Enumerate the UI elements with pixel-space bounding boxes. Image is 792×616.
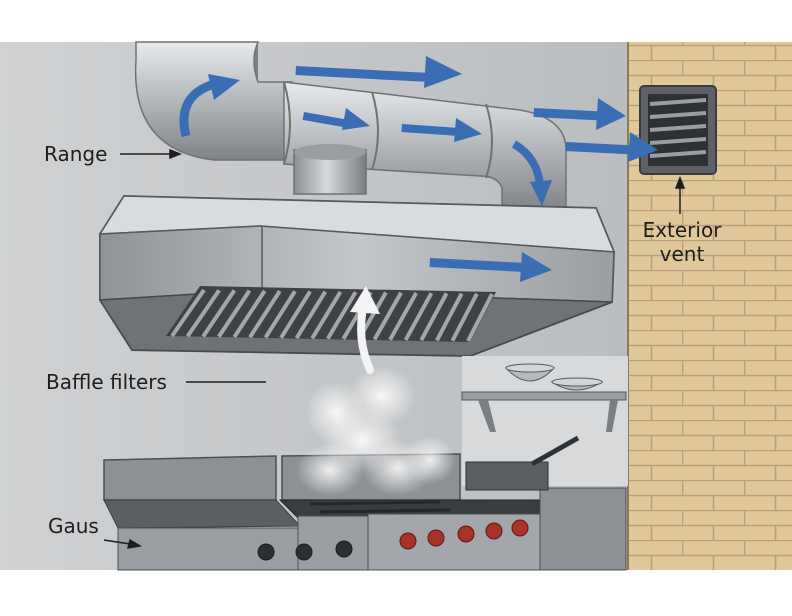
baffle-slat	[388, 291, 418, 341]
airflow-arrows	[179, 56, 658, 282]
airflow-arrow-icon	[401, 118, 482, 142]
exterior-vent-label-line1: Exterior	[642, 218, 722, 242]
duct-left-elbow	[134, 41, 293, 161]
airflow-arrow-icon	[511, 140, 552, 206]
range-label: Range	[44, 142, 108, 166]
baffle-slat	[217, 289, 252, 338]
baffle-slat	[232, 289, 267, 339]
label-pointer-arrow-icon	[674, 175, 686, 214]
baffle-slat	[372, 291, 403, 341]
baffle-slat	[450, 292, 479, 342]
label-pointers	[103, 148, 686, 549]
exterior-vent-label-line2: vent	[659, 242, 705, 266]
airflow-arrow-icon	[179, 74, 240, 138]
baffle-slat	[170, 288, 206, 338]
smoke-rise-arrow-icon	[350, 286, 380, 374]
airflow-arrow-icon	[533, 98, 626, 130]
exterior-vent-louver	[639, 85, 717, 175]
baffle-slat	[279, 290, 312, 339]
baffle-filter-panel	[166, 286, 496, 342]
wall-shelf	[461, 363, 627, 432]
baffle-slat	[326, 291, 358, 340]
baffle-filters-label: Baffle filters	[46, 370, 167, 394]
baffle-slat	[310, 290, 343, 340]
airflow-arrow-icon	[295, 56, 462, 88]
baffle-slat	[435, 292, 464, 342]
airflow-arrow-icon	[429, 252, 552, 282]
exterior-vent-label: Exterior vent	[632, 218, 732, 266]
baffle-slat	[248, 289, 282, 339]
baffle-slat	[185, 289, 221, 338]
airflow-arrow-icon	[302, 108, 370, 130]
duct-seams	[283, 81, 493, 179]
range-control-knobs	[257, 519, 529, 561]
baffle-slat	[466, 293, 494, 342]
rising-smoke	[296, 366, 456, 496]
label-pointer-arrow-icon	[120, 148, 183, 160]
duct-collar-rim	[294, 144, 366, 160]
baffle-slat	[419, 292, 449, 342]
label-pointer-arrow-icon	[103, 538, 143, 549]
baffle-slat	[263, 290, 297, 339]
baffle-slat	[294, 290, 327, 340]
baffle-slat	[201, 289, 236, 338]
airflow-arrow-icon	[565, 132, 658, 162]
gaus-label: Gaus	[48, 514, 99, 538]
baffle-slat	[403, 292, 434, 341]
